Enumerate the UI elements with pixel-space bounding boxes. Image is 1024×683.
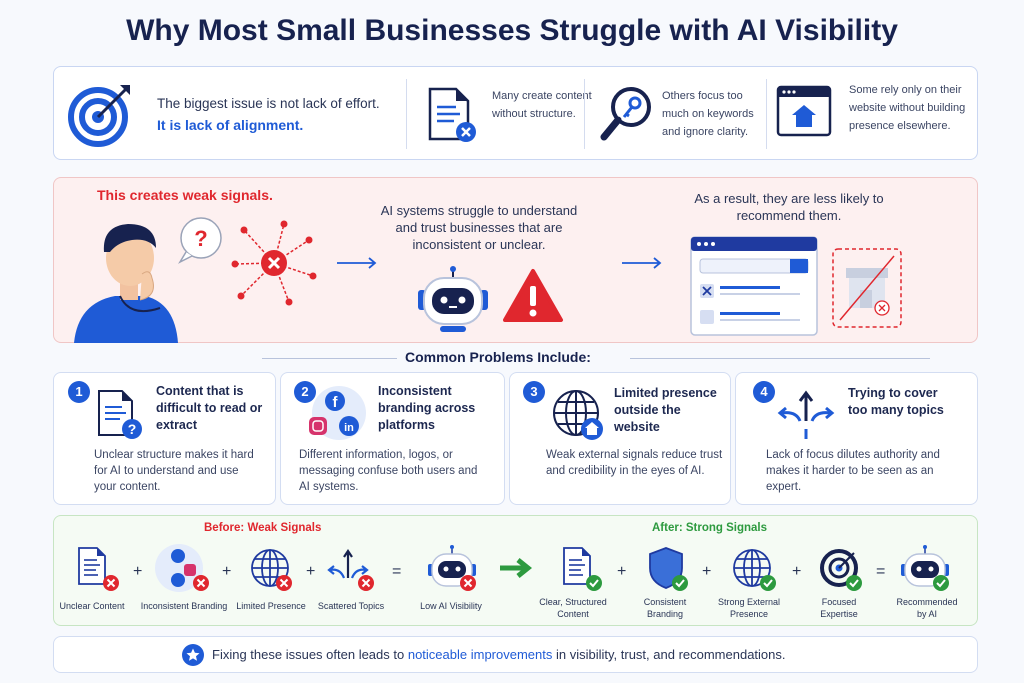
document-question-icon: ? — [98, 390, 142, 439]
before-label: Limited Presence — [236, 601, 306, 611]
divider — [630, 358, 930, 359]
after-label: Recommended by AI — [896, 597, 958, 619]
after-title: After: Strong Signals — [652, 522, 768, 534]
plus-sign: + — [222, 563, 231, 580]
scattered-signals-icon — [231, 220, 317, 306]
before-label: Unclear Content — [59, 601, 125, 611]
before-after-icons: + + + = + + + = — [78, 544, 950, 592]
svg-text:?: ? — [128, 421, 137, 437]
problem-title: Limited presence outside the website — [614, 386, 717, 434]
footer-banner: Fixing these issues often leads to notic… — [53, 636, 978, 673]
problem-number: 4 — [753, 381, 775, 403]
problem-card-2: 2 f in Inconsistent branding across plat… — [280, 372, 505, 505]
before-title: Before: Weak Signals — [204, 522, 322, 534]
intro-line2: It is lack of alignment. — [157, 117, 304, 133]
weak-signals-panel: This creates weak signals. ? AI systems … — [53, 177, 978, 343]
intro-item-1: Many create content without structure. — [492, 90, 592, 120]
intro-panel: The biggest issue is not lack of effort.… — [53, 66, 978, 160]
search-results-window-icon — [690, 236, 818, 336]
problem-card-1: 1 ? Content that is difficult to read or… — [53, 372, 276, 505]
globe-home-icon — [553, 390, 603, 440]
plus-sign: + — [306, 563, 315, 580]
after-label: Clear, Structured Content — [539, 597, 607, 619]
confused-person-illustration — [74, 224, 178, 343]
website-home-icon — [776, 85, 832, 137]
result-text: As a result, they are less likely to rec… — [694, 191, 884, 223]
problem-title: Inconsistent branding across platforms — [378, 384, 476, 432]
divider — [584, 79, 585, 149]
ai-struggle-text: AI systems struggle to understand and tr… — [380, 203, 578, 252]
before-label: Inconsistent Branding — [140, 601, 228, 611]
footer-text-post: in visibility, trust, and recommendation… — [552, 647, 786, 662]
problem-desc: Unclear structure makes it hard for AI t… — [94, 449, 254, 493]
intro-line1: The biggest issue is not lack of effort. — [157, 96, 380, 111]
question-bubble-icon: ? — [178, 217, 222, 264]
intro-item-3: Some rely only on their website without … — [849, 84, 966, 132]
svg-text:in: in — [344, 422, 354, 434]
divider — [262, 358, 397, 359]
warning-icon — [503, 269, 563, 322]
problem-card-4: 4 Trying to cover too many topics Lack o… — [735, 372, 978, 505]
problem-number: 1 — [68, 381, 90, 403]
plus-sign: + — [702, 563, 711, 580]
divider — [766, 79, 767, 149]
problem-desc: Weak external signals reduce trust and c… — [546, 449, 723, 477]
after-label: Focused Expertise — [820, 597, 858, 619]
target-icon — [68, 85, 130, 147]
before-label: Scattered Topics — [317, 601, 385, 611]
robot-icon — [418, 266, 488, 332]
problem-desc: Different information, logos, or messagi… — [299, 449, 478, 493]
after-label: Strong External Presence — [717, 597, 781, 619]
document-x-icon — [428, 87, 476, 142]
problem-number: 3 — [523, 381, 545, 403]
star-icon — [182, 644, 204, 666]
problem-number: 2 — [294, 381, 316, 403]
problem-title: Content that is difficult to read or ext… — [156, 384, 263, 432]
before-label: Low AI Visibility — [420, 601, 482, 611]
equals-sign: = — [392, 563, 401, 580]
question-mark: ? — [194, 226, 207, 251]
weak-signals-heading: This creates weak signals. — [97, 187, 273, 203]
plus-sign: + — [133, 563, 142, 580]
problem-card-3: 3 Limited presence outside the website W… — [509, 372, 731, 505]
page-title: Why Most Small Businesses Struggle with … — [126, 14, 898, 47]
hidden-store-icon — [832, 248, 902, 328]
social-logos-icon: f in — [309, 386, 366, 440]
common-problems-heading: Common Problems Include: — [405, 349, 591, 365]
before-after-panel: Before: Weak Signals After: Strong Signa… — [53, 515, 978, 626]
scattered-arrows-icon — [777, 390, 835, 439]
footer-highlight: noticeable improvements — [407, 647, 553, 662]
footer-text: Fixing these issues often leads to notic… — [212, 647, 786, 662]
plus-sign: + — [617, 563, 626, 580]
after-label: Consistent Branding — [643, 597, 687, 619]
key-magnifier-icon — [600, 87, 651, 141]
problem-desc: Lack of focus dilutes authority and make… — [766, 449, 940, 493]
equals-sign: = — [876, 563, 885, 580]
svg-text:f: f — [333, 394, 339, 411]
divider — [406, 79, 407, 149]
footer-text-pre: Fixing these issues often leads to — [212, 647, 408, 662]
arrow-right-icon — [337, 257, 377, 269]
intro-item-2: Others focus too much on keywords and ig… — [662, 90, 754, 138]
problem-title: Trying to cover too many topics — [848, 386, 944, 417]
plus-sign: + — [792, 563, 801, 580]
arrow-right-icon — [622, 257, 662, 269]
